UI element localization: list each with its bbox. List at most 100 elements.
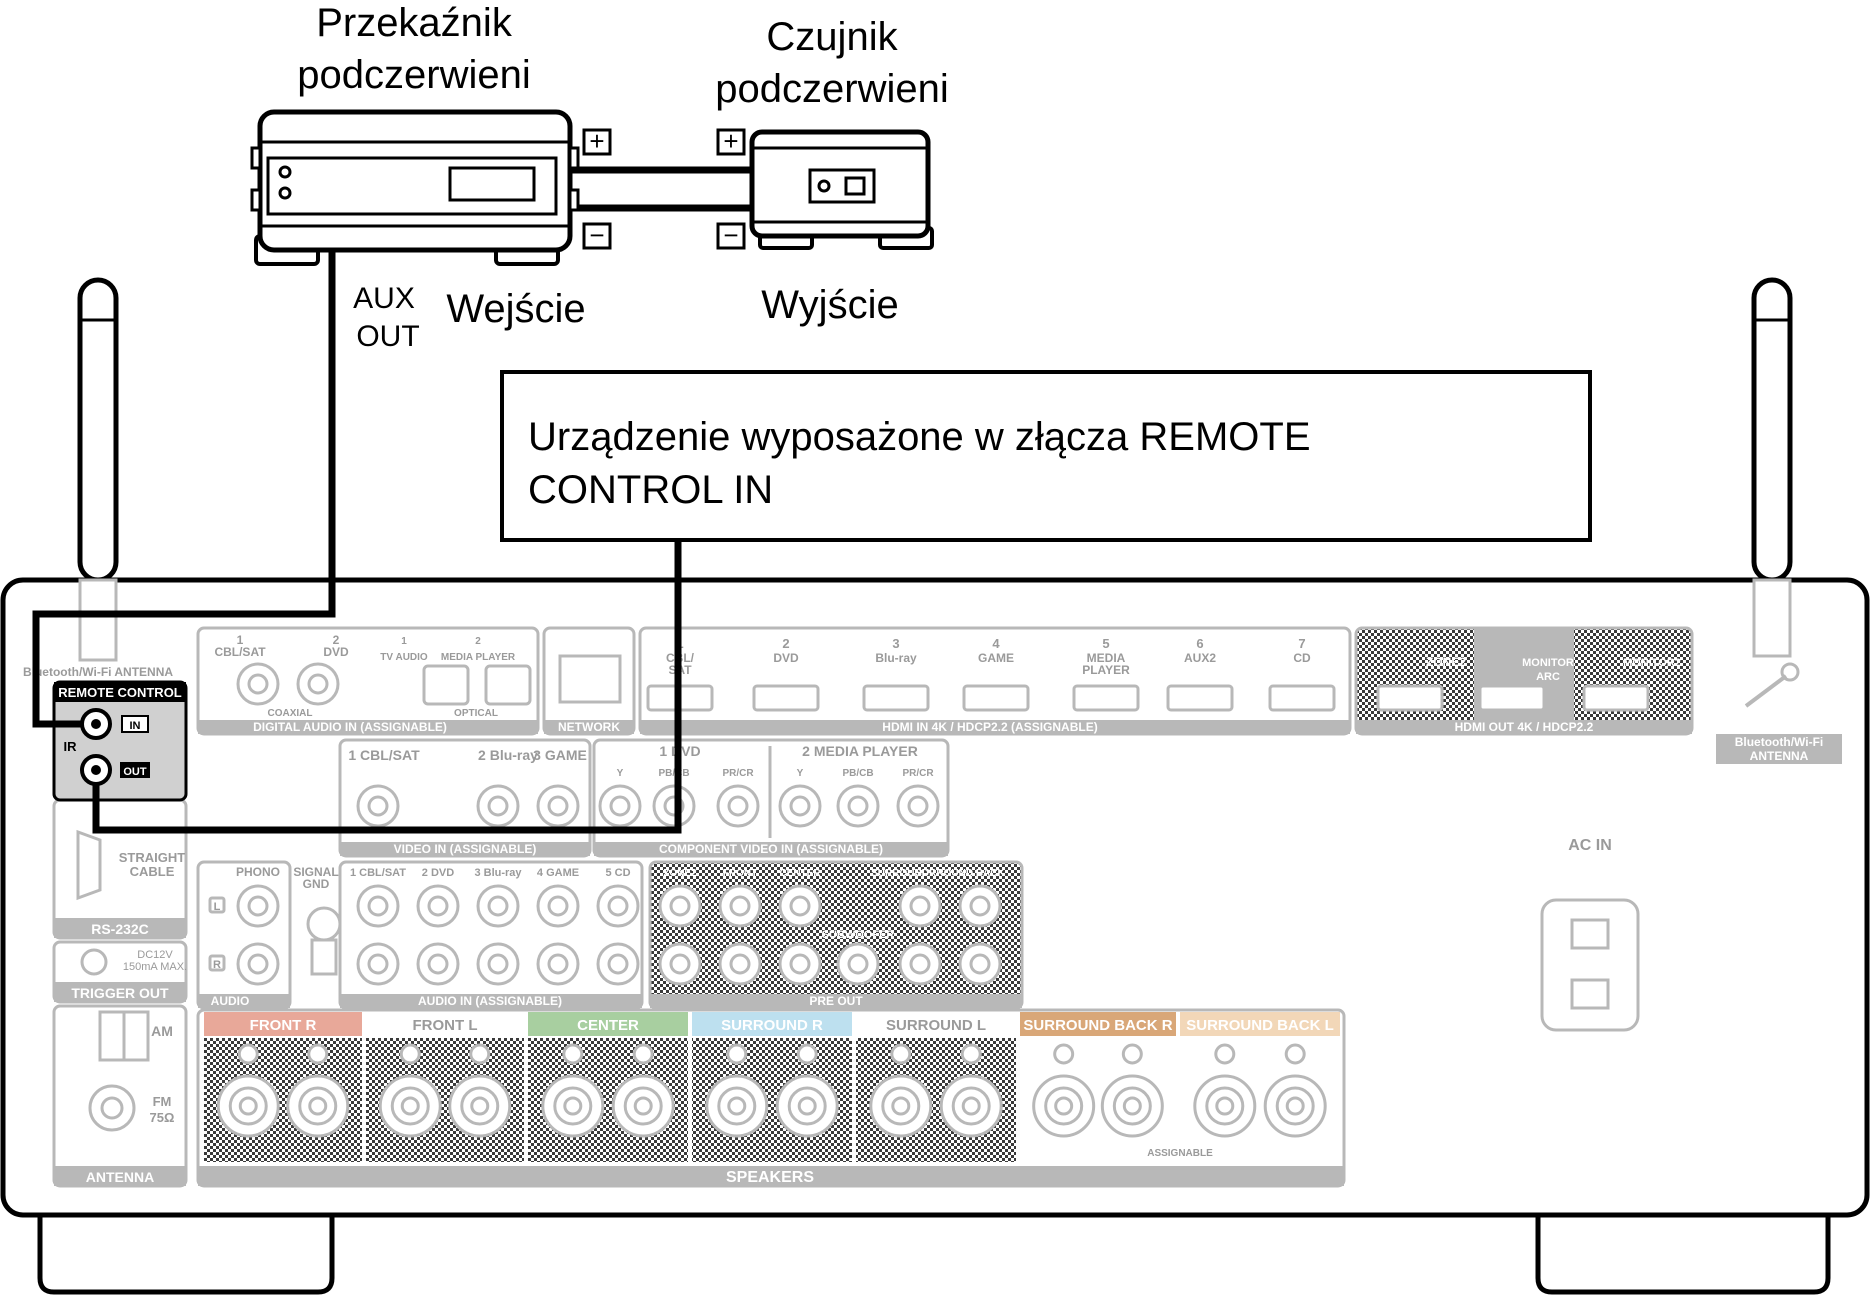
- trigger-label: TRIGGER OUT: [71, 985, 169, 1001]
- component-channel-label: PR/CR: [902, 768, 934, 779]
- svg-text:SPEAKERS: SPEAKERS: [726, 1169, 814, 1186]
- output-label: Wyjście: [761, 283, 898, 327]
- component-jack: [778, 784, 822, 828]
- preout-jack: [836, 942, 880, 986]
- audio-jack: [476, 884, 520, 928]
- svg-text:SUBWOOFER: SUBWOOFER: [822, 929, 895, 941]
- svg-text:MONITOR: MONITOR: [1522, 657, 1574, 669]
- svg-text:AUDIO IN (ASSIGNABLE): AUDIO IN (ASSIGNABLE): [418, 994, 562, 1008]
- svg-text:ARC: ARC: [1536, 671, 1560, 683]
- component-jack: [716, 784, 760, 828]
- svg-text:−: −: [723, 220, 738, 250]
- remote-control-block: REMOTE CONTROL IR IN OUT: [52, 680, 188, 802]
- preout-label: SURROUND: [871, 868, 929, 879]
- hdmi-in-port: [962, 684, 1030, 712]
- speaker-group-label: FRONT R: [250, 1017, 317, 1034]
- hdmi-in-number: 5: [1102, 636, 1109, 651]
- svg-text:HDMI IN 4K / HDCP2.2 (ASSIGNAB: HDMI IN 4K / HDCP2.2 (ASSIGNABLE): [882, 720, 1097, 734]
- hdmi-in-label: PLAYER: [1082, 663, 1130, 677]
- svg-text:2: 2: [333, 633, 340, 647]
- trigger-note-1: DC12V: [137, 949, 173, 961]
- ir-out-label: OUT: [123, 766, 147, 778]
- audio-input-label: 5 CD: [605, 867, 630, 879]
- ir-label: IR: [64, 739, 78, 754]
- preout-jack: [898, 942, 942, 986]
- svg-text:2: 2: [475, 636, 481, 647]
- relay-title-line-2: podczerwieni: [297, 53, 530, 97]
- fm-label-2: 75Ω: [150, 1110, 175, 1125]
- speaker-group-label: SURROUND BACK L: [1186, 1017, 1334, 1034]
- relay-plus-terminal: +: [582, 126, 612, 156]
- aux-label-line-2: OUT: [356, 320, 419, 353]
- svg-text:1 CBL/SAT: 1 CBL/SAT: [348, 747, 420, 763]
- preout-jack: [778, 884, 822, 928]
- hdmi-in-port: [1072, 684, 1140, 712]
- cable-relay-to-ir-in: [32, 252, 336, 728]
- svg-text:MONITOR2: MONITOR2: [1623, 657, 1681, 669]
- hdmi-in-port: [1268, 684, 1336, 712]
- hdmi-in-number: 7: [1298, 636, 1305, 651]
- rs232c-label: RS-232C: [91, 921, 149, 937]
- speaker-terminal: [775, 1074, 839, 1138]
- hdmi-in-port: [862, 684, 930, 712]
- speaker-terminal: [939, 1074, 1003, 1138]
- audio-jack: [536, 942, 580, 986]
- speaker-terminal: [448, 1074, 512, 1138]
- svg-text:VIDEO IN (ASSIGNABLE): VIDEO IN (ASSIGNABLE): [394, 842, 537, 856]
- hdmi-in-number: 3: [892, 636, 899, 651]
- speaker-assignable-label: ASSIGNABLE: [1147, 1148, 1213, 1159]
- cables: [32, 166, 752, 834]
- svg-text:CBL/SAT: CBL/SAT: [214, 645, 266, 659]
- network-label: NETWORK: [558, 720, 620, 734]
- audio-input-label: 3 Blu-ray: [474, 867, 522, 879]
- svg-text:MEDIA PLAYER: MEDIA PLAYER: [441, 652, 516, 663]
- component-channel-label: Y: [617, 768, 624, 779]
- speaker-terminal: [1263, 1074, 1327, 1138]
- speaker-terminal: [216, 1074, 280, 1138]
- svg-text:1: 1: [237, 633, 244, 647]
- svg-text:R: R: [213, 959, 221, 971]
- speaker-group-label: SURROUND BACK R: [1023, 1017, 1172, 1034]
- svg-text:+: +: [723, 126, 738, 156]
- component-channel-label: PR/CR: [722, 768, 754, 779]
- component-jack: [598, 784, 642, 828]
- hdmi-in-number: 6: [1196, 636, 1203, 651]
- svg-text:3 GAME: 3 GAME: [533, 747, 587, 763]
- speaker-terminal: [378, 1074, 442, 1138]
- audio-jack: [596, 942, 640, 986]
- speaker-group-label: FRONT L: [413, 1017, 478, 1034]
- audio-input-label: 4 GAME: [537, 867, 579, 879]
- audio-jack: [356, 884, 400, 928]
- preout-jack: [718, 942, 762, 986]
- sensor-minus-terminal: −: [716, 220, 746, 250]
- ir-relay-device: [250, 109, 580, 266]
- speaker-terminal: [286, 1074, 350, 1138]
- trigger-note-2: 150mA MAX.: [123, 961, 187, 973]
- svg-text:OPTICAL: OPTICAL: [454, 708, 498, 719]
- sensor-title-line-1: Czujnik: [766, 15, 898, 59]
- cable-ir-out-to-device: [92, 540, 682, 834]
- preout-jack: [658, 942, 702, 986]
- rear-panel: Bluetooth/Wi-Fi ANTENNA STRAIGHT CABLE R…: [23, 626, 1842, 1188]
- callout-box: Urządzenie wyposażone w złącza REMOTE CO…: [500, 370, 1592, 542]
- svg-text:+: +: [589, 126, 604, 156]
- relay-title-line-1: Przekaźnik: [316, 1, 513, 45]
- hdmi-in-label: DVD: [773, 651, 799, 665]
- svg-text:1: 1: [401, 636, 407, 647]
- svg-text:GND: GND: [303, 877, 330, 891]
- bt-antenna-left-label: Bluetooth/Wi-Fi ANTENNA: [23, 665, 173, 679]
- antenna-label: ANTENNA: [86, 1169, 154, 1185]
- svg-text:PHONO: PHONO: [236, 865, 280, 879]
- svg-text:AC IN: AC IN: [1568, 837, 1612, 854]
- speaker-terminal: [1032, 1074, 1096, 1138]
- svg-text:Bluetooth/Wi-Fi: Bluetooth/Wi-Fi: [1735, 735, 1824, 749]
- svg-text:−: −: [589, 220, 604, 250]
- preout-label: CENTER: [779, 868, 821, 879]
- component-channel-label: Y: [797, 768, 804, 779]
- speaker-group-label: CENTER: [577, 1017, 639, 1034]
- callout-line-1: Urządzenie wyposażone w złącza REMOTE: [528, 415, 1311, 459]
- svg-text:SIGNAL: SIGNAL: [293, 865, 338, 879]
- svg-text:ZONE2: ZONE2: [1426, 655, 1466, 669]
- component-channel-label: PB/CB: [842, 768, 873, 779]
